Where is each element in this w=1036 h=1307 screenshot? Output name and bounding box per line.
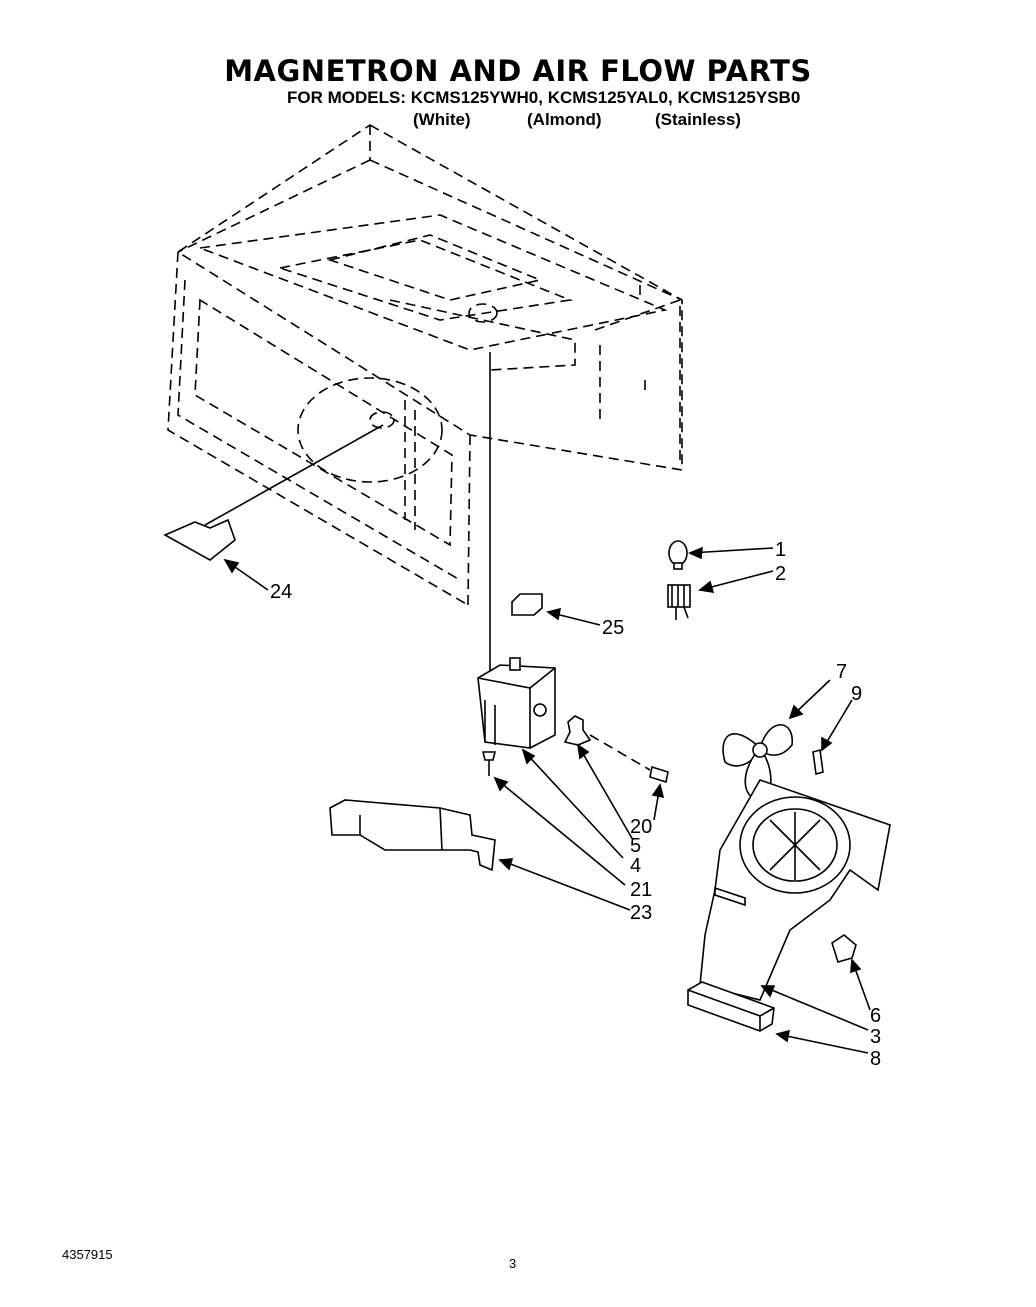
light-bulb-part — [668, 540, 688, 570]
callout-21: 21 — [630, 879, 652, 901]
waveguide-cover-part — [163, 518, 236, 561]
callout-23: 23 — [630, 902, 652, 924]
callout-2: 2 — [775, 563, 786, 585]
callout-5: 5 — [630, 835, 641, 857]
variant-stainless: (Stainless) — [655, 110, 741, 129]
callout-3: 3 — [870, 1026, 881, 1048]
callout-7: 7 — [836, 661, 847, 683]
variant-almond: (Almond) — [527, 110, 602, 129]
foam-strip-part — [687, 981, 775, 1032]
magnetron-screw-part — [481, 751, 497, 776]
bracket-screw-part — [649, 765, 669, 784]
variant-white: (White) — [413, 110, 471, 129]
callout-4: 4 — [630, 855, 641, 877]
callout-1: 1 — [775, 539, 786, 561]
thermal-cutout-part — [511, 593, 543, 616]
callout-25: 25 — [602, 617, 624, 639]
foam-strip-detail — [687, 989, 775, 1031]
fan-motor-clip-part — [831, 934, 857, 963]
models-line: FOR MODELS: KCMS125YWH0, KCMS125YAL0, KC… — [287, 88, 801, 107]
fan-screw-part — [812, 748, 824, 776]
cabinet-dashed-outline — [167, 124, 683, 606]
page-title: MAGNETRON AND AIR FLOW PARTS — [224, 54, 812, 88]
leader-24-line — [204, 424, 384, 526]
bracket-dash-line — [589, 734, 651, 771]
magnetron-bracket-part — [563, 715, 592, 746]
callout-9: 9 — [851, 683, 862, 705]
fan-housing-part — [699, 779, 891, 1001]
callout-leaders — [223, 546, 871, 1054]
callout-8: 8 — [870, 1048, 881, 1070]
document-number: 4357915 — [62, 1247, 113, 1262]
magnetron-part — [477, 657, 556, 749]
air-duct-detail — [359, 807, 443, 851]
air-duct-part — [329, 799, 496, 872]
lamp-socket-part — [667, 584, 691, 620]
callout-24: 24 — [270, 581, 292, 603]
callout-6: 6 — [870, 1005, 881, 1027]
callout-20: 20 — [630, 816, 652, 838]
page-number: 3 — [509, 1256, 517, 1271]
